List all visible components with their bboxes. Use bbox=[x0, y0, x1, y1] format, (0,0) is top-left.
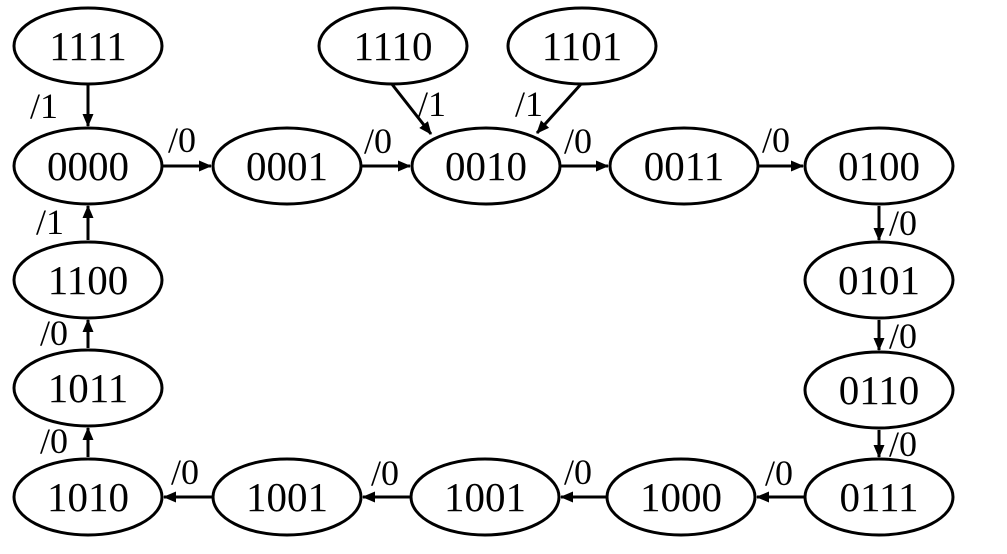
state-node-s1110: 1110 bbox=[317, 6, 469, 86]
transition-label: /0 bbox=[889, 424, 917, 464]
state-ellipse bbox=[211, 126, 363, 206]
state-ellipse bbox=[12, 240, 164, 320]
state-node-s0101: 0101 bbox=[803, 240, 955, 320]
state-label: 1001 bbox=[246, 474, 328, 520]
transition-label: /0 bbox=[171, 452, 199, 492]
state-node-s0111: 0111 bbox=[803, 457, 955, 537]
state-node-s0110: 0110 bbox=[803, 350, 955, 430]
state-ellipse bbox=[12, 126, 164, 206]
transitions-layer: /1/1/1/0/0/0/0/0/0/0/0/0/0/0/0/0/1 bbox=[30, 81, 917, 503]
transition-arrow bbox=[535, 81, 584, 135]
state-ellipse bbox=[12, 348, 164, 428]
transition-s1001b-s1010: /0 bbox=[163, 452, 212, 503]
state-node-s1100: 1100 bbox=[12, 240, 164, 320]
transition-label: /0 bbox=[564, 452, 592, 492]
state-node-s1001a: 1001 bbox=[409, 457, 561, 537]
state-node-s0100: 0100 bbox=[803, 126, 955, 206]
transition-label: /0 bbox=[765, 453, 793, 493]
state-ellipse bbox=[506, 6, 658, 86]
state-label: 0110 bbox=[839, 367, 919, 413]
state-label: 1000 bbox=[640, 474, 722, 520]
state-node-s1000: 1000 bbox=[605, 457, 757, 537]
transition-s0000-s0001: /0 bbox=[163, 120, 212, 172]
transition-s0011-s0100: /0 bbox=[759, 120, 804, 172]
transition-s0001-s0010: /0 bbox=[362, 121, 411, 172]
transition-s1110-s0010: /1 bbox=[389, 82, 446, 135]
state-label: 1010 bbox=[47, 474, 129, 520]
state-node-s0000: 0000 bbox=[12, 126, 164, 206]
state-ellipse bbox=[803, 350, 955, 430]
transition-s1000-s1001a: /0 bbox=[560, 452, 606, 503]
transition-s1100-s0000: /1 bbox=[36, 202, 94, 242]
state-node-s1011: 1011 bbox=[12, 348, 164, 428]
transition-s1011-s1100: /0 bbox=[40, 313, 94, 353]
transition-label: /0 bbox=[40, 313, 68, 353]
state-label: 0000 bbox=[47, 143, 129, 189]
state-label: 0001 bbox=[246, 143, 328, 189]
state-node-s1001b: 1001 bbox=[211, 457, 363, 537]
transition-label: /1 bbox=[418, 84, 446, 124]
state-ellipse bbox=[12, 6, 164, 86]
transition-label: /1 bbox=[36, 202, 64, 242]
state-label: 1101 bbox=[542, 23, 622, 69]
state-label: 1001 bbox=[444, 474, 526, 520]
state-ellipse bbox=[317, 6, 469, 86]
transition-label: /0 bbox=[168, 120, 196, 160]
transition-label: /0 bbox=[564, 121, 592, 161]
state-ellipse bbox=[410, 126, 562, 206]
state-node-s1111: 1111 bbox=[12, 6, 164, 86]
transition-s1010-s1011: /0 bbox=[40, 421, 94, 461]
state-node-s1010: 1010 bbox=[12, 457, 164, 537]
transition-s1101-s0010: /1 bbox=[515, 81, 584, 135]
states-layer: 1111 1110 1101 0000 0001 0010 0011 0100 0101 0110… bbox=[12, 6, 955, 537]
transition-s0100-s0101: /0 bbox=[873, 203, 917, 243]
state-label: 1100 bbox=[48, 257, 128, 303]
state-ellipse bbox=[803, 126, 955, 206]
state-ellipse bbox=[803, 240, 955, 320]
transition-s0110-s0111: /0 bbox=[873, 424, 917, 464]
state-node-s0010: 0010 bbox=[410, 126, 562, 206]
transition-label: /0 bbox=[762, 120, 790, 160]
state-label: 1110 bbox=[354, 23, 433, 69]
transition-label: /0 bbox=[364, 121, 392, 161]
transition-s0010-s0011: /0 bbox=[561, 121, 609, 172]
transition-label: /0 bbox=[40, 421, 68, 461]
state-label: 0010 bbox=[445, 143, 527, 189]
state-label: 1111 bbox=[49, 23, 126, 69]
state-label: 0101 bbox=[838, 257, 920, 303]
state-ellipse bbox=[211, 457, 363, 537]
state-ellipse bbox=[12, 457, 164, 537]
transition-label: /0 bbox=[889, 203, 917, 243]
state-label: 0111 bbox=[840, 474, 919, 520]
state-node-s0011: 0011 bbox=[608, 126, 760, 206]
state-ellipse bbox=[409, 457, 561, 537]
state-ellipse bbox=[608, 126, 760, 206]
state-label: 0100 bbox=[838, 143, 920, 189]
state-node-s0001: 0001 bbox=[211, 126, 363, 206]
transition-s0111-s1000: /0 bbox=[756, 453, 804, 503]
transition-s1111-s0000: /1 bbox=[30, 85, 94, 127]
transition-label: /1 bbox=[515, 84, 543, 124]
state-label: 1011 bbox=[48, 365, 128, 411]
transition-label: /0 bbox=[371, 453, 399, 493]
state-label: 0011 bbox=[644, 143, 724, 189]
transition-arrow bbox=[389, 82, 433, 135]
state-ellipse bbox=[605, 457, 757, 537]
transition-label: /1 bbox=[30, 86, 58, 126]
transition-label: /0 bbox=[889, 316, 917, 356]
transition-s0101-s0110: /0 bbox=[873, 316, 917, 356]
state-ellipse bbox=[803, 457, 955, 537]
transition-s1001a-s1001b: /0 bbox=[362, 453, 410, 503]
state-node-s1101: 1101 bbox=[506, 6, 658, 86]
